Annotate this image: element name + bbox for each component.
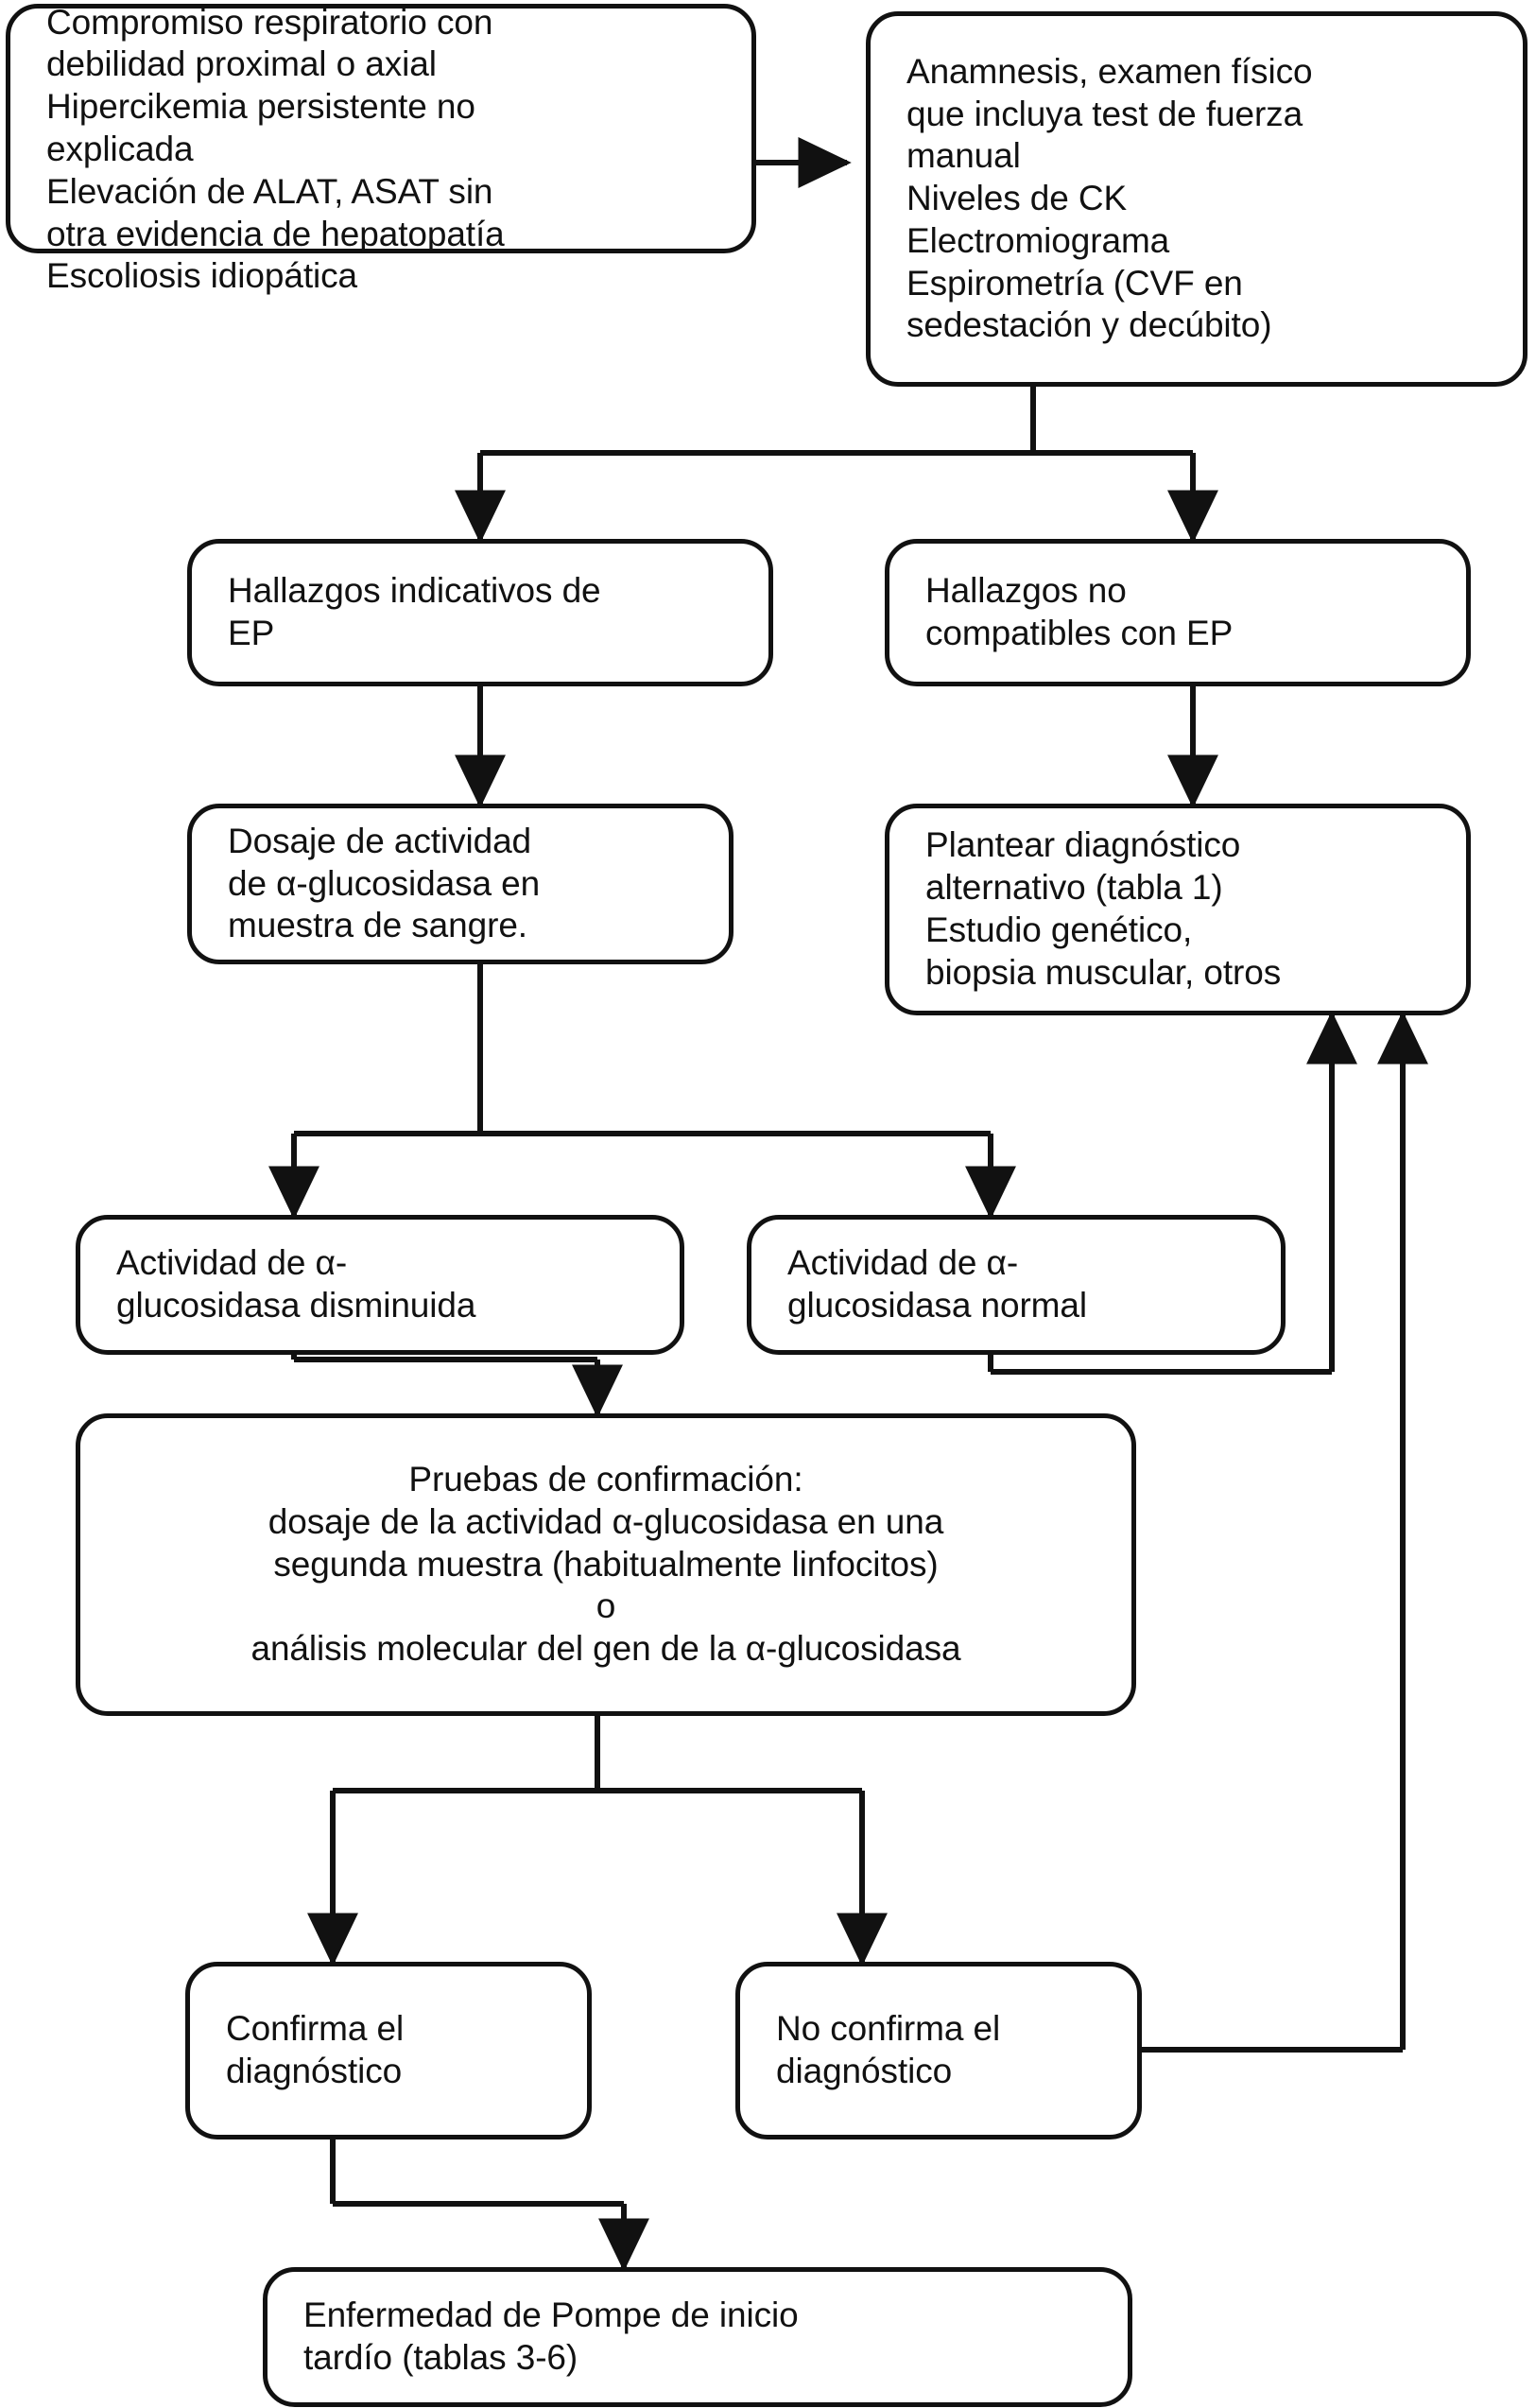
confirmation-tests-box: Pruebas de confirmación: dosaje de la ac… <box>76 1413 1136 1716</box>
findings-not-compatible-box: Hallazgos no compatibles con EP <box>885 539 1471 686</box>
activity-decreased-box: Actividad de α- glucosidasa disminuida <box>76 1215 684 1355</box>
initial-workup-box: Anamnesis, examen físico que incluya tes… <box>866 11 1527 387</box>
findings-not-compatible-text: Hallazgos no compatibles con EP <box>925 571 1234 652</box>
confirms-diagnosis-text: Confirma el diagnóstico <box>226 2009 405 2090</box>
late-onset-pompe-box: Enfermedad de Pompe de inicio tardío (ta… <box>263 2267 1132 2407</box>
activity-normal-text: Actividad de α- glucosidasa normal <box>787 1243 1087 1325</box>
confirmation-tests-text: Pruebas de confirmación: dosaje de la ac… <box>250 1460 961 1669</box>
initial-workup-text: Anamnesis, examen físico que incluya tes… <box>906 51 1313 345</box>
clinical-suspicion-box: Debilidad muscular de cinturas. Compromi… <box>6 3 756 295</box>
does-not-confirm-diagnosis-box: No confirma el diagnóstico <box>735 1962 1142 2139</box>
blood-assay-box: Dosaje de actividad de α-glucosidasa en … <box>187 804 733 964</box>
findings-indicative-box: Hallazgos indicativos de EP <box>187 539 773 686</box>
findings-indicative-text: Hallazgos indicativos de EP <box>228 571 601 652</box>
does-not-confirm-diagnosis-text: No confirma el diagnóstico <box>776 2009 1001 2090</box>
blood-assay-text: Dosaje de actividad de α-glucosidasa en … <box>228 821 541 945</box>
clinical-suspicion-text: Debilidad muscular de cinturas. Compromi… <box>46 2 505 296</box>
alternative-diagnosis-box: Plantear diagnóstico alternativo (tabla … <box>885 804 1471 1015</box>
activity-decreased-text: Actividad de α- glucosidasa disminuida <box>116 1243 476 1325</box>
confirms-diagnosis-box: Confirma el diagnóstico <box>185 1962 592 2139</box>
late-onset-pompe-text: Enfermedad de Pompe de inicio tardío (ta… <box>303 2295 799 2377</box>
alternative-diagnosis-text: Plantear diagnóstico alternativo (tabla … <box>925 825 1282 992</box>
activity-normal-box: Actividad de α- glucosidasa normal <box>747 1215 1286 1355</box>
